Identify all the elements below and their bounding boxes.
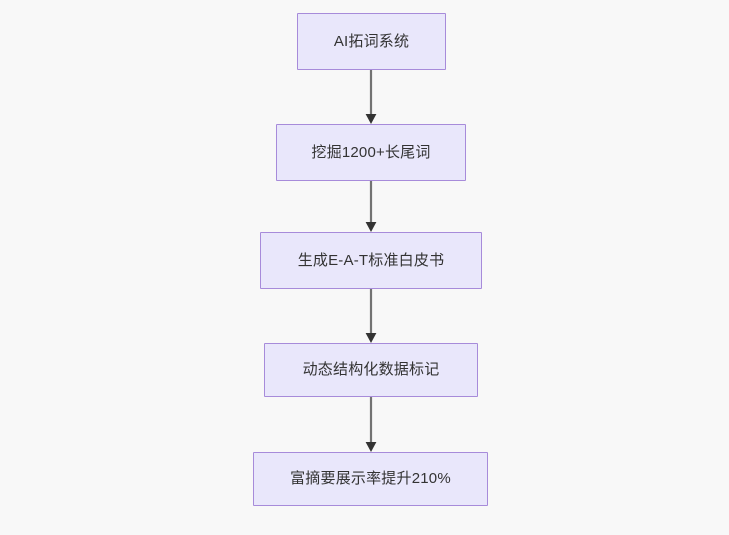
flow-node-dynamic-structured-data-markup[interactable]: 动态结构化数据标记: [264, 343, 478, 397]
flow-node-label: 生成E-A-T标准白皮书: [297, 251, 445, 269]
flow-node-label: 富摘要展示率提升210%: [290, 470, 451, 487]
flow-node-mine-longtail-keywords[interactable]: 挖掘1200+长尾词: [276, 124, 466, 181]
flow-node-label: 挖掘1200+长尾词: [311, 143, 431, 161]
flow-edge-n1-to-n2: [356, 70, 386, 124]
flow-node-generate-eat-whitepaper[interactable]: 生成E-A-T标准白皮书: [260, 232, 482, 289]
flow-edge-n4-to-n5: [356, 397, 386, 452]
flow-node-label: AI拓词系统: [333, 32, 410, 50]
flow-node-rich-snippet-impression-lift[interactable]: 富摘要展示率提升210%: [253, 452, 488, 506]
flow-node-label: 动态结构化数据标记: [302, 361, 440, 378]
flow-node-ai-keyword-system[interactable]: AI拓词系统: [297, 13, 446, 70]
flow-edge-n2-to-n3: [356, 181, 386, 232]
flow-edge-n3-to-n4: [356, 289, 386, 343]
